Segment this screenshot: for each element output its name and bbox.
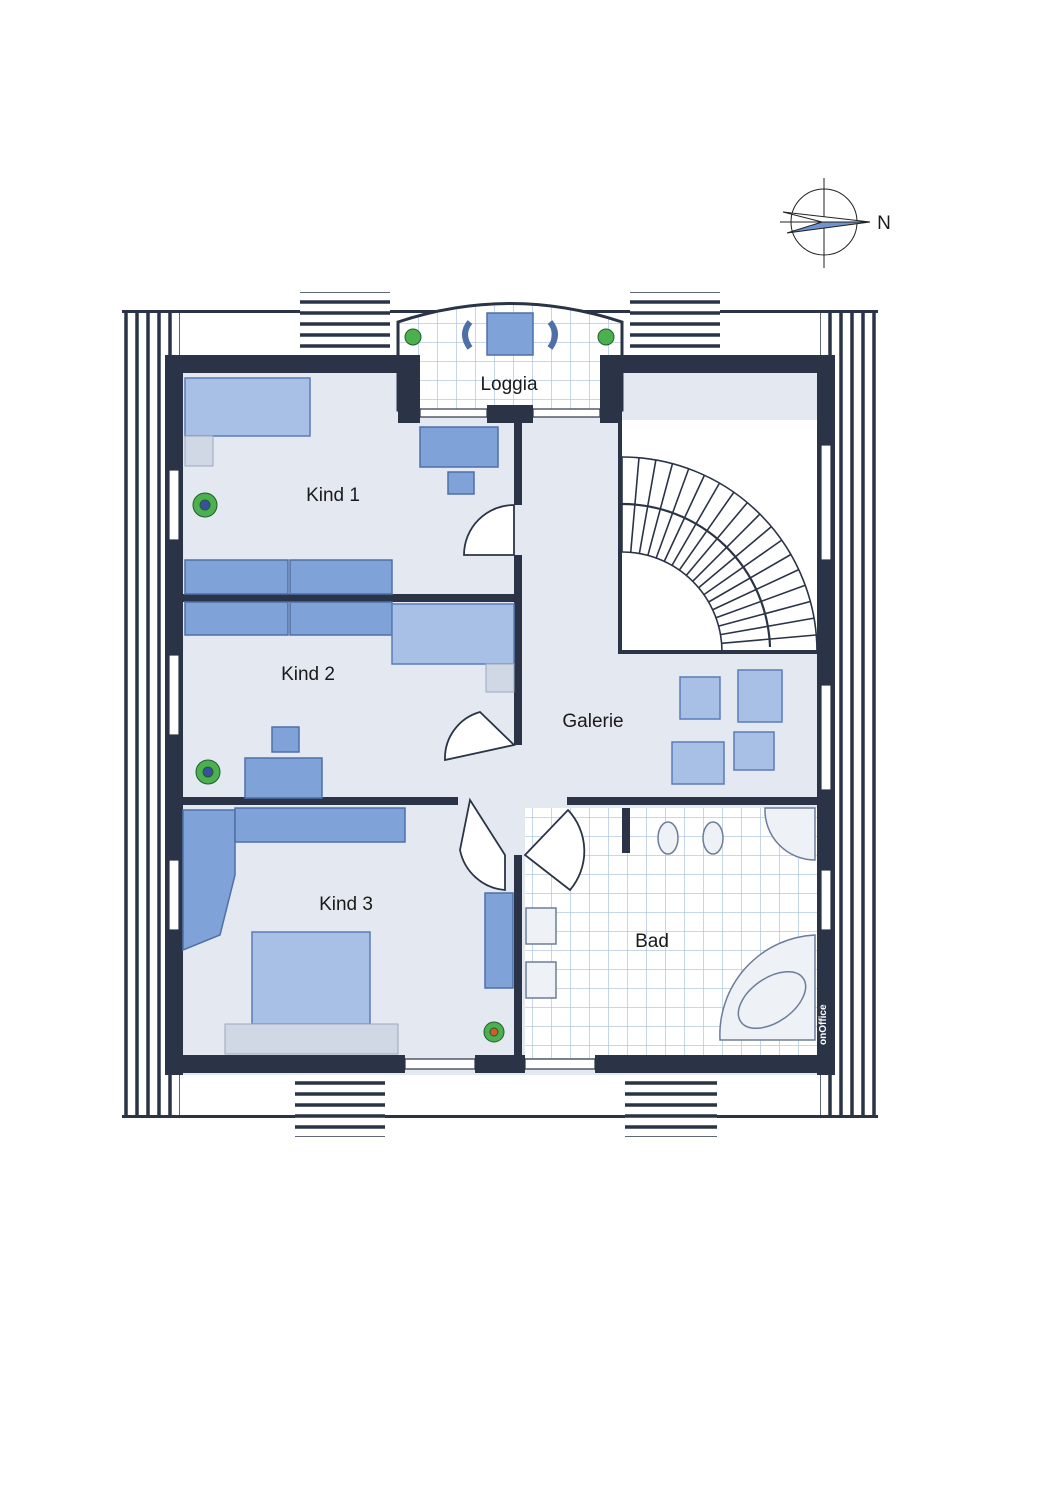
galerie-seating	[671, 669, 783, 785]
bathroom-fixtures	[525, 807, 816, 1041]
inner-walls	[183, 420, 818, 1055]
onoffice-logo: onOffice	[818, 1004, 829, 1045]
room-label-kind2: Kind 2	[281, 664, 335, 685]
windows	[168, 408, 832, 1070]
compass-north-icon: N	[780, 178, 891, 268]
plant-icons	[192, 328, 615, 1043]
kind3-furniture	[182, 807, 514, 1055]
doors	[444, 504, 586, 892]
room-label-galerie: Galerie	[562, 711, 623, 732]
kind2-furniture	[184, 601, 515, 799]
compass-label: N	[877, 213, 891, 234]
room-label-kind3: Kind 3	[319, 894, 373, 915]
kind1-furniture	[184, 377, 499, 595]
room-label-kind1: Kind 1	[306, 485, 360, 506]
room-label-loggia: Loggia	[480, 374, 537, 395]
stair-direction-arrow	[621, 502, 772, 648]
room-label-bad: Bad	[635, 931, 669, 952]
loggia	[396, 302, 624, 412]
